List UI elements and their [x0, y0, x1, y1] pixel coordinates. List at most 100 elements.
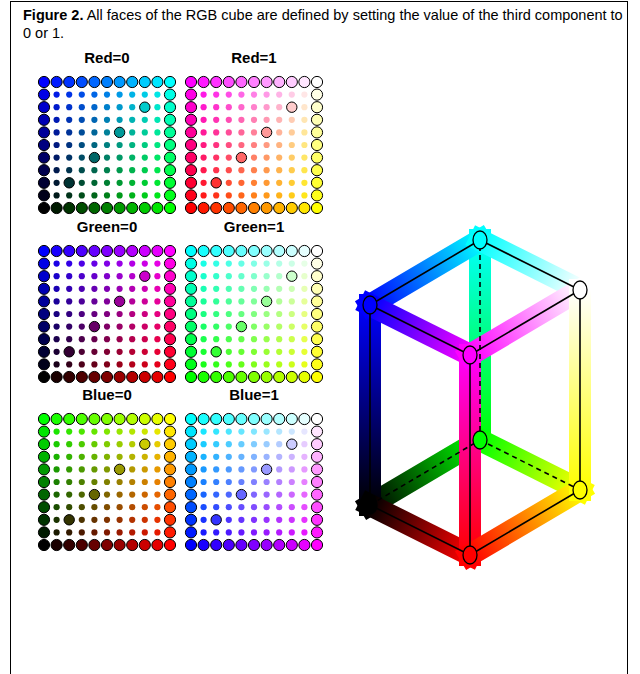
- color-dot: [142, 192, 148, 198]
- color-dot: [54, 336, 60, 342]
- color-dot: [129, 336, 135, 342]
- color-dot: [142, 155, 148, 161]
- color-dot: [185, 334, 196, 345]
- color-dot: [301, 349, 307, 355]
- color-dot: [38, 359, 49, 370]
- color-dot: [91, 429, 97, 435]
- color-dot: [264, 155, 270, 161]
- color-dot: [104, 192, 110, 198]
- color-dot: [211, 371, 222, 382]
- color-dot: [261, 127, 271, 137]
- color-dot: [251, 92, 257, 98]
- color-dot: [236, 539, 247, 550]
- face-label: Red=1: [184, 49, 324, 66]
- color-dot: [238, 336, 244, 342]
- color-dot: [213, 324, 219, 330]
- color-dot: [261, 202, 272, 213]
- color-dot: [142, 117, 148, 123]
- color-dot: [223, 539, 234, 550]
- color-dot: [79, 129, 85, 135]
- color-dot: [142, 180, 148, 186]
- color-dot: [142, 261, 148, 267]
- color-dot: [213, 129, 219, 135]
- color-dot: [142, 167, 148, 173]
- color-dot: [238, 104, 244, 110]
- color-dot: [236, 76, 247, 87]
- color-dot: [276, 286, 282, 292]
- color-dot: [51, 245, 62, 256]
- color-dot: [54, 298, 60, 304]
- color-dot: [38, 190, 49, 201]
- color-dot: [91, 336, 97, 342]
- color-dot: [164, 439, 175, 450]
- color-dot: [79, 504, 85, 510]
- color-dot: [276, 517, 282, 523]
- color-dot: [251, 286, 257, 292]
- color-dot: [185, 102, 196, 113]
- color-dot: [311, 271, 322, 282]
- color-dot: [299, 539, 310, 550]
- color-dot: [311, 539, 322, 550]
- color-dot: [104, 466, 110, 472]
- color-dot: [185, 476, 196, 487]
- color-dot: [54, 261, 60, 267]
- color-dot: [51, 202, 62, 213]
- color-dot: [201, 324, 207, 330]
- color-dot: [114, 202, 125, 213]
- color-dot: [164, 413, 175, 424]
- face-label: Red=0: [37, 49, 177, 66]
- color-dot: [66, 492, 72, 498]
- color-dot: [66, 167, 72, 173]
- color-dot: [301, 454, 307, 460]
- color-dot: [289, 117, 295, 123]
- color-dot: [139, 76, 150, 87]
- color-dot: [79, 167, 85, 173]
- color-dot: [311, 476, 322, 487]
- color-dot: [79, 192, 85, 198]
- color-dot: [38, 451, 49, 462]
- color-dot: [264, 286, 270, 292]
- color-dot: [54, 286, 60, 292]
- color-dot: [154, 479, 160, 485]
- color-dot: [299, 76, 310, 87]
- color-dot: [238, 517, 244, 523]
- color-dot: [54, 441, 60, 447]
- color-dot: [238, 466, 244, 472]
- color-dot: [311, 413, 322, 424]
- color-dot: [66, 192, 72, 198]
- color-dot: [66, 117, 72, 123]
- color-dot: [286, 413, 297, 424]
- color-dot: [66, 92, 72, 98]
- color-dot: [226, 324, 232, 330]
- color-dot: [274, 76, 285, 87]
- color-dot: [226, 117, 232, 123]
- color-dot: [104, 92, 110, 98]
- color-dot: [311, 165, 322, 176]
- color-dot: [66, 273, 72, 279]
- color-dot: [164, 502, 175, 513]
- color-dot: [129, 441, 135, 447]
- color-dot: [64, 202, 75, 213]
- color-dot: [154, 324, 160, 330]
- color-dot: [274, 413, 285, 424]
- color-dot: [301, 529, 307, 535]
- color-dot: [276, 349, 282, 355]
- color-dot: [164, 539, 175, 550]
- color-dot: [311, 258, 322, 269]
- color-dot: [139, 245, 150, 256]
- cube-edge-band: [569, 290, 591, 490]
- color-dot: [104, 492, 110, 498]
- color-dot: [79, 441, 85, 447]
- color-dot: [311, 283, 322, 294]
- color-dot: [154, 504, 160, 510]
- color-dot: [276, 167, 282, 173]
- color-dot: [101, 413, 112, 424]
- color-dot: [226, 142, 232, 148]
- color-dot: [54, 273, 60, 279]
- color-dot: [251, 529, 257, 535]
- color-dot: [66, 429, 72, 435]
- color-dot: [185, 451, 196, 462]
- color-dot: [91, 92, 97, 98]
- color-dot: [117, 504, 123, 510]
- cube-vertex: [463, 546, 477, 564]
